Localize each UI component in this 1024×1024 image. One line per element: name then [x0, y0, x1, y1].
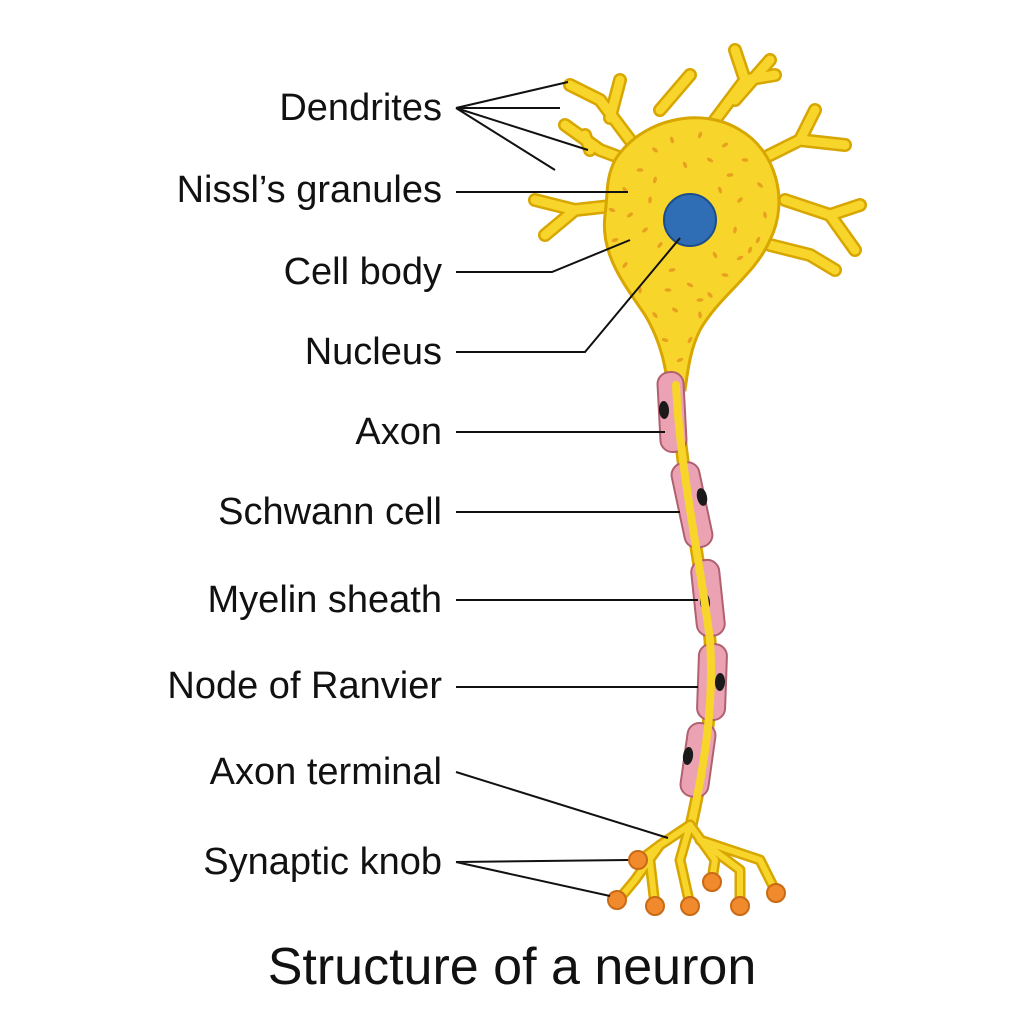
nissl-granule [652, 312, 658, 318]
synaptic-knob [645, 896, 665, 916]
leader-axon-terminal [455, 771, 669, 839]
nissl-granule [670, 136, 674, 144]
nissl-granule [763, 211, 767, 219]
nissl-granule [622, 261, 628, 269]
synaptic-knob [702, 872, 722, 892]
nissl-granule [698, 311, 702, 319]
nissl-granule [733, 226, 737, 234]
leader-lines [455, 81, 698, 897]
nissl-granule [706, 157, 714, 163]
nissl-granule [757, 182, 763, 188]
label-dendrites: Dendrites [279, 87, 442, 129]
nissl-granule [657, 242, 663, 248]
leader-dendrites [455, 81, 589, 171]
nissl-granule [726, 173, 734, 177]
nissl-granule [642, 227, 648, 233]
schwann-cell-nucleus [682, 747, 694, 765]
label-nissl-granules: Nissl’s granules [176, 169, 442, 211]
nissl-granule [721, 273, 729, 277]
nissl-granule [636, 168, 644, 172]
label-axon-terminal: Axon terminal [209, 751, 442, 793]
nissl-granule [737, 197, 743, 203]
nissl-granule [686, 282, 694, 288]
leader-cell-body [456, 239, 631, 273]
label-synaptic-knob: Synaptic knob [203, 841, 442, 883]
nissl-granule [648, 196, 652, 204]
leader-synaptic-knob [455, 859, 629, 897]
schwann-cell-nucleus [658, 401, 670, 419]
schwann-cell-nucleus [714, 673, 726, 691]
synaptic-knob [766, 883, 786, 903]
nissl-granule [611, 237, 619, 243]
schwann-cells [656, 370, 728, 799]
nissl-granule [682, 161, 688, 169]
cell-body-shape [602, 116, 781, 392]
label-cell-body: Cell body [283, 251, 442, 293]
label-node-of-ranvier: Node of Ranvier [167, 665, 442, 707]
schwann-cell-nucleus [696, 488, 708, 506]
synaptic-knob [628, 850, 648, 870]
nucleus [663, 193, 717, 247]
nissl-granule [608, 207, 616, 213]
nissl-granule [668, 268, 676, 272]
nissl-granule [717, 186, 723, 194]
nissl-granule [747, 246, 753, 254]
axon-core [672, 381, 715, 834]
diagram-title: Structure of a neuron [267, 938, 757, 996]
dendrite-branches [528, 43, 867, 277]
nissl-granule [661, 338, 669, 342]
nissl-granule [652, 147, 658, 153]
label-schwann-cell: Schwann cell [218, 491, 442, 533]
nissl-granule [664, 288, 672, 292]
label-axon: Axon [355, 411, 442, 453]
nissl-granule [626, 212, 634, 218]
nissl-granule [696, 298, 704, 302]
nissl-granule [741, 158, 749, 162]
label-nucleus: Nucleus [304, 331, 442, 373]
leader-nucleus [456, 237, 681, 353]
label-myelin-sheath: Myelin sheath [207, 579, 442, 621]
nissl-granule [721, 142, 729, 148]
synaptic-knobs [607, 850, 786, 916]
nissl-granules [608, 131, 767, 363]
nissl-granule [676, 357, 684, 363]
nissl-granule [687, 336, 693, 344]
nissl-granule [697, 131, 703, 139]
nissl-granule [671, 307, 679, 313]
nissl-granule [755, 236, 761, 244]
nissl-granule [736, 255, 744, 261]
synaptic-knob [680, 896, 700, 916]
nissl-granule [653, 176, 657, 184]
synaptic-knob [730, 896, 750, 916]
nissl-granule [712, 251, 718, 259]
synaptic-knob [607, 890, 627, 910]
nissl-granule [707, 292, 713, 298]
